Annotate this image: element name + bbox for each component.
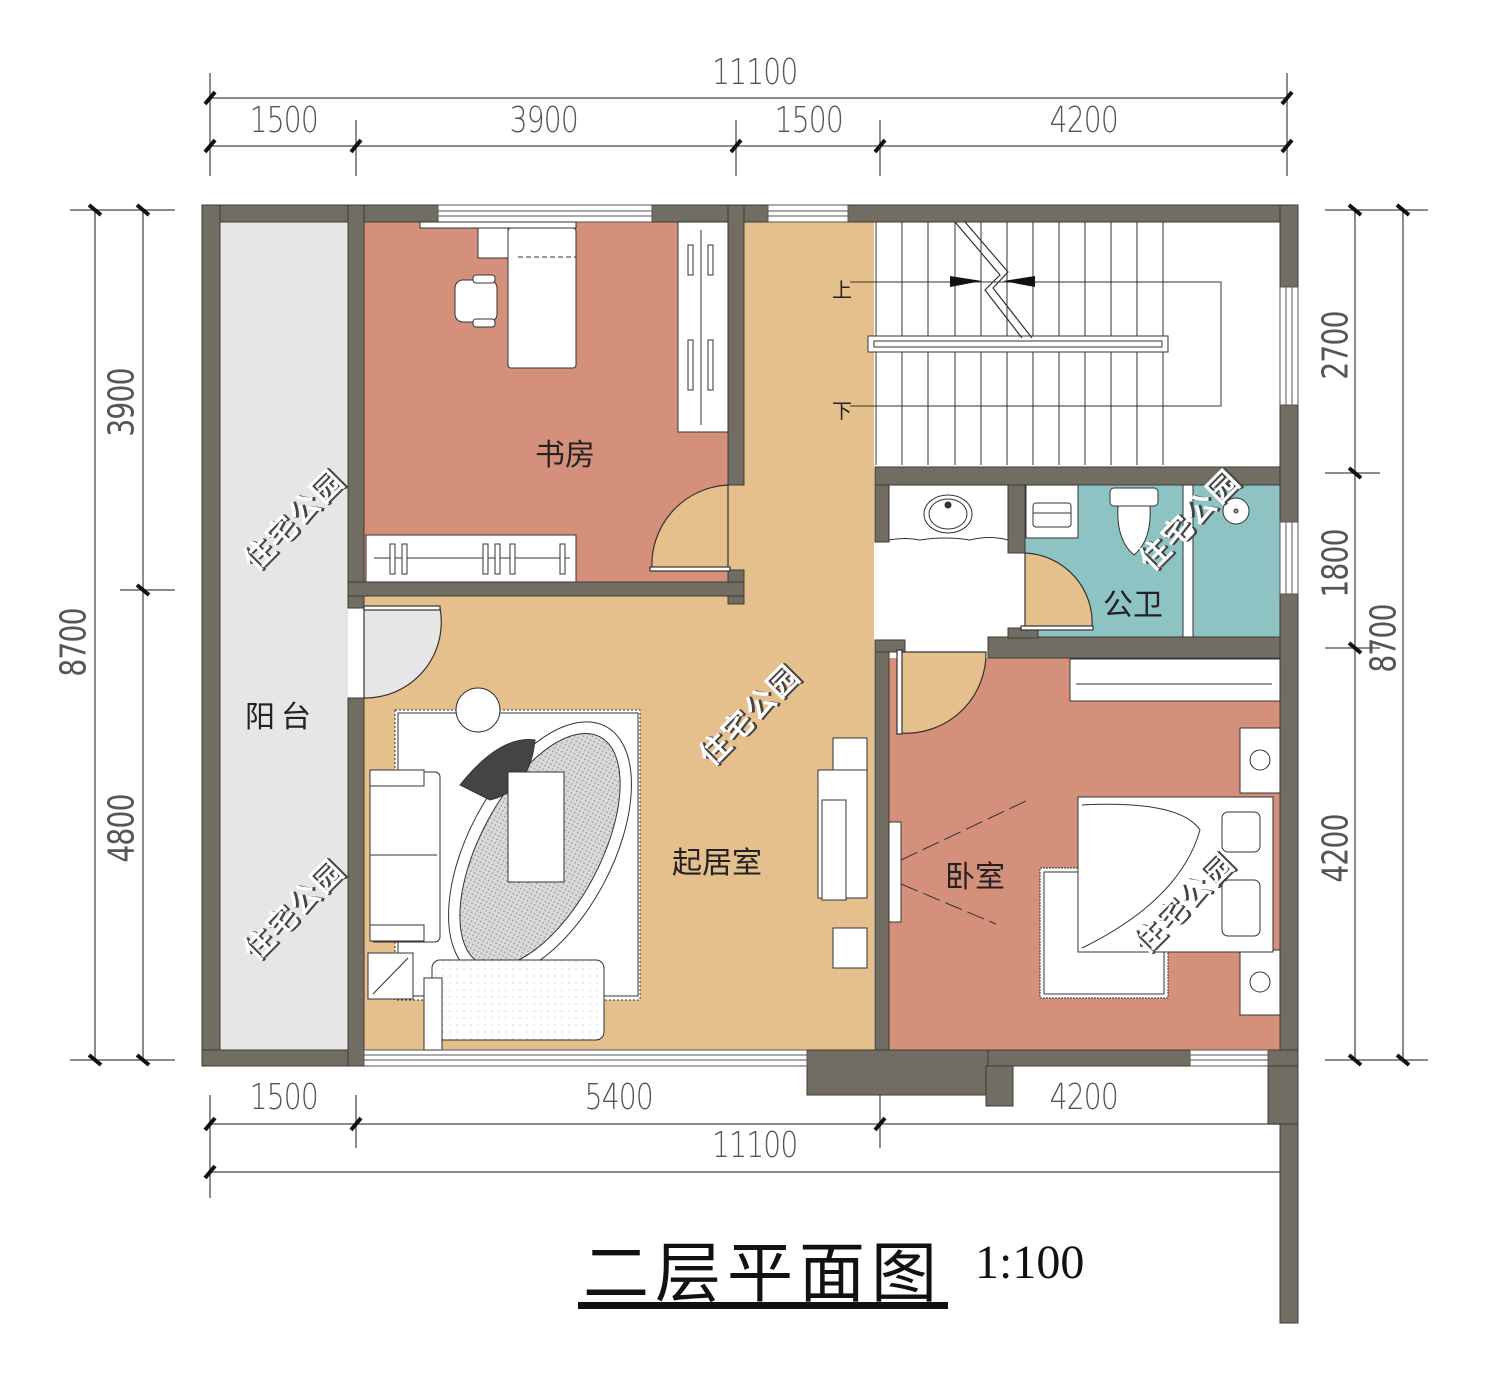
room-label-study: 书房: [535, 438, 595, 473]
windows: [363, 204, 1299, 1067]
dim-left-seg-2: 4800: [101, 794, 143, 863]
room-label-bathroom: 公卫: [1103, 588, 1163, 623]
dim-bottom-seg-2: 5400: [584, 1077, 654, 1118]
room-label-bedroom: 卧室: [945, 860, 1005, 895]
dim-top-total: 11100: [712, 52, 798, 93]
balcony-floor: [220, 218, 348, 1060]
stair-down-label: 下: [832, 399, 852, 423]
drawing-scale: 1:100: [975, 1236, 1085, 1289]
dim-right-seg-2: 1800: [1315, 529, 1357, 598]
dim-top-seg-1: 1500: [249, 100, 319, 141]
dim-top-seg-3: 1500: [774, 100, 844, 141]
stair-arrow-right: [1003, 276, 1035, 287]
dim-right-seg-1: 2700: [1315, 311, 1357, 380]
bedroom-furniture: [888, 658, 1281, 1016]
dim-left-seg-1: 3900: [101, 368, 143, 437]
room-label-balcony: 阳台: [245, 700, 317, 735]
doors: [363, 484, 1094, 735]
dim-bottom-seg-3: 4200: [1049, 1077, 1119, 1118]
dim-bottom-total: 11100: [712, 1125, 798, 1166]
dim-right-seg-3: 4200: [1315, 814, 1357, 883]
room-label-living: 起居室: [672, 846, 762, 881]
dim-top-seg-2: 3900: [509, 100, 579, 141]
dim-bottom-seg-1: 1500: [249, 1077, 319, 1118]
stair-up-label: 上: [832, 278, 852, 302]
living-furniture: [367, 687, 868, 1051]
stair-arrow-left: [950, 276, 982, 287]
dim-left-total: 8700: [53, 608, 95, 677]
title-underline: [578, 1302, 948, 1309]
dim-right-total: 8700: [1363, 604, 1405, 673]
study-furniture: [365, 221, 729, 583]
bathroom-fixtures: [888, 484, 1250, 638]
dimension-ticks: [87, 90, 1411, 1180]
drawing-title: 二层平面图: [583, 1235, 943, 1312]
dim-top-seg-4: 4200: [1049, 100, 1119, 141]
staircase: [850, 221, 1222, 465]
